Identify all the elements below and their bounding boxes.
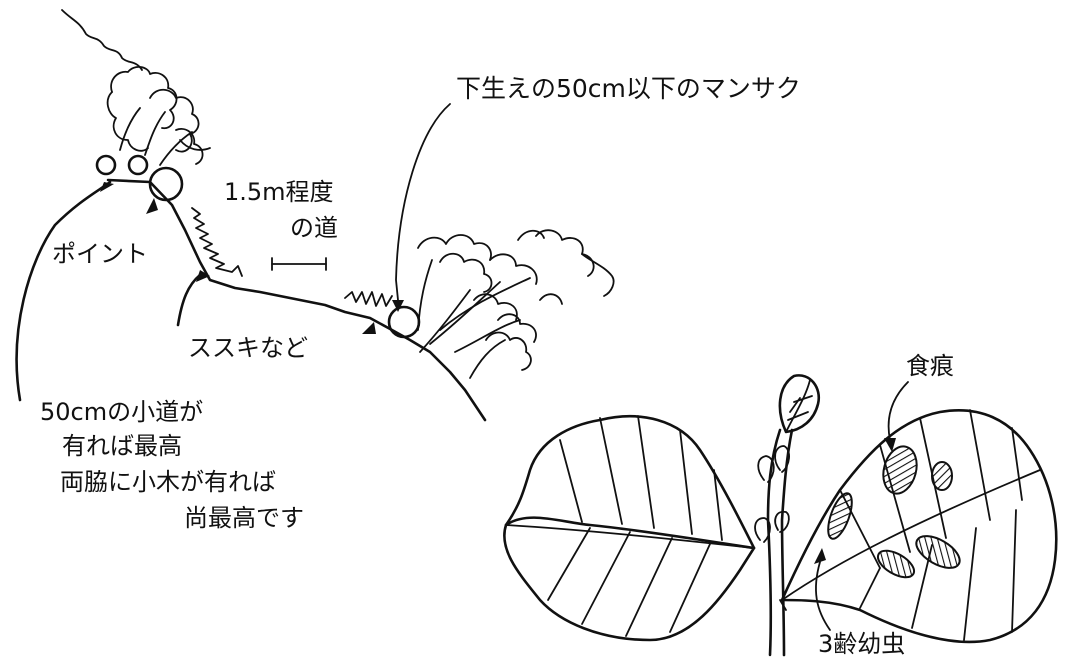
undergrowth-pointer	[395, 103, 451, 301]
left-leaf	[503, 414, 756, 642]
larva-arrowhead	[814, 548, 826, 564]
trail-note-line4: 尚最高です	[184, 504, 304, 532]
susuki-label: ススキなど	[188, 334, 308, 362]
larva-pointer	[815, 561, 831, 631]
shrub-circle-3	[148, 166, 184, 202]
feeding-marks-label: 食痕	[906, 352, 954, 380]
feeding-arrowhead	[884, 438, 896, 452]
arrow-marker-2	[146, 198, 158, 214]
small-trail-curve	[15, 180, 112, 402]
path-width-label-line1: 1.5m程度	[224, 178, 334, 206]
lower-trail-curve	[176, 273, 202, 327]
slope-line	[106, 178, 487, 422]
undergrowth-arrowhead	[392, 300, 404, 312]
right-tree-canopy	[417, 229, 615, 379]
grass-zigzag-2	[344, 291, 393, 307]
left-tree-canopy	[61, 9, 211, 166]
branch-stem	[754, 428, 794, 657]
path-width-label-line2: の道	[290, 214, 338, 242]
trail-note-line3: 両脇に小木が有れば	[60, 468, 276, 496]
grass-zigzag-1	[191, 207, 243, 277]
undergrowth-label: 下生えの50cm以下のマンサク	[456, 74, 801, 103]
arrow-marker-1	[100, 182, 114, 192]
larva-label: 3齢幼虫	[818, 630, 906, 658]
feeding-mark-3	[915, 535, 961, 569]
shrub-circle-1	[95, 154, 117, 176]
trail-note-line1: 50cmの小道が	[40, 398, 204, 426]
larva-body	[827, 492, 853, 540]
shrub-circle-4	[387, 305, 421, 339]
feeding-mark-1	[882, 445, 918, 495]
feeding-pointer	[887, 381, 909, 441]
feeding-mark-2	[931, 461, 953, 491]
feeding-mark-4	[876, 549, 916, 579]
trail-note-line2: 有れば最高	[62, 432, 182, 460]
bud-leaf	[778, 374, 821, 434]
right-leaf	[780, 409, 1058, 644]
arrow-marker-3	[196, 270, 210, 282]
point-label: ポイント	[52, 240, 148, 268]
shrub-circle-2	[127, 154, 149, 176]
arrow-marker-4	[362, 322, 376, 334]
scale-bar	[271, 257, 327, 271]
